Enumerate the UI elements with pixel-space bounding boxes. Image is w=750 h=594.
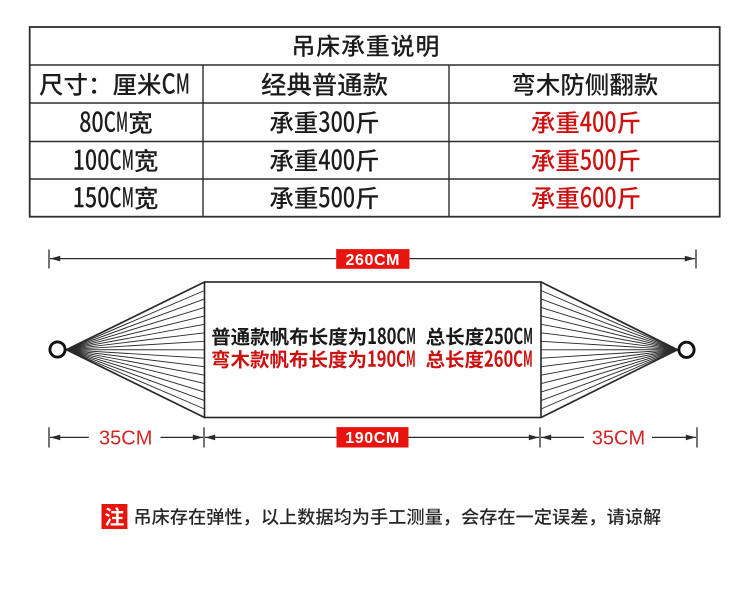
- svg-text:35CM: 35CM: [99, 427, 152, 449]
- svg-text:35CM: 35CM: [592, 427, 645, 449]
- svg-text:260CM: 260CM: [346, 252, 401, 269]
- svg-text:190CM: 190CM: [345, 430, 400, 447]
